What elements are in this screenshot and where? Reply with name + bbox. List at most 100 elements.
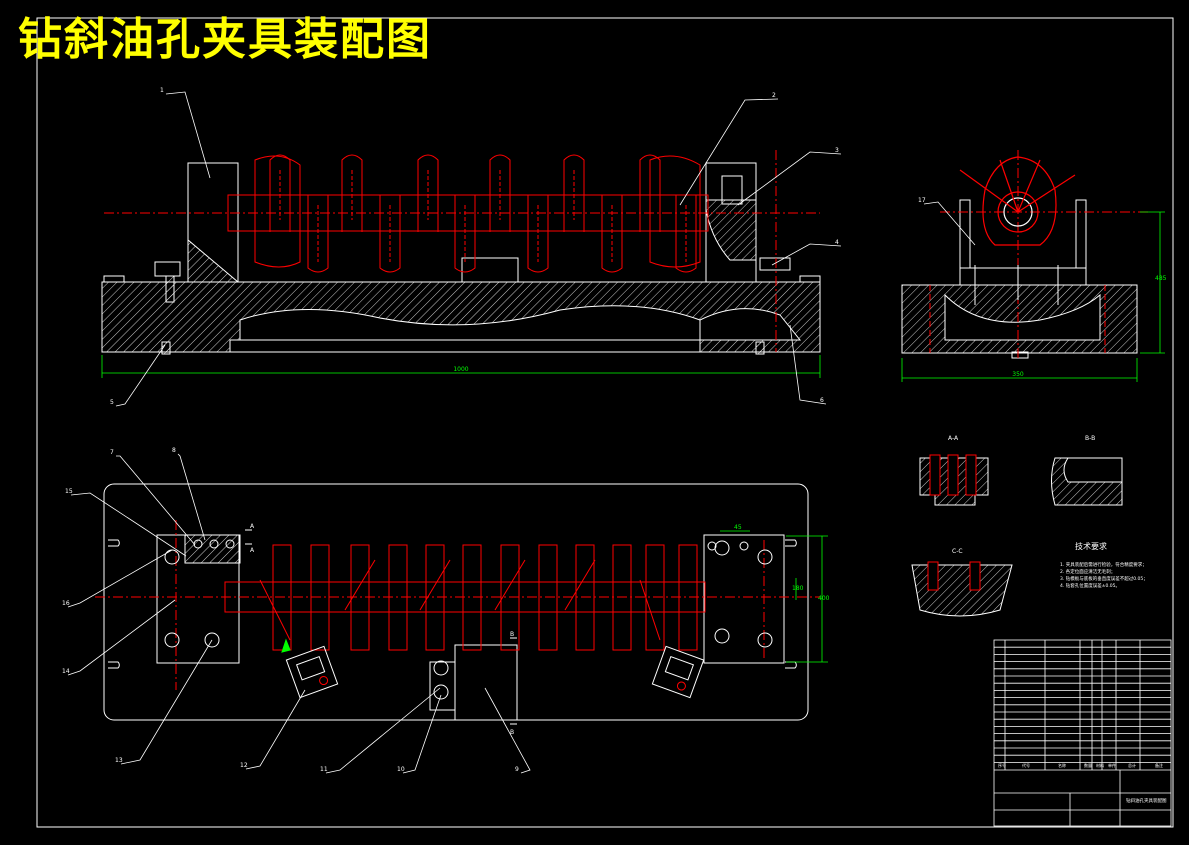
- crank-web-plan: [425, 544, 445, 651]
- plan-view: [95, 483, 820, 721]
- sheet-border: [36, 17, 1174, 828]
- crank-web: [417, 154, 439, 232]
- leader-line: [771, 243, 842, 266]
- t-slot: [108, 661, 120, 669]
- bolt-hole: [225, 539, 235, 549]
- callout-14: 14: [62, 668, 70, 675]
- crank-end-right: [649, 155, 701, 268]
- plan-right-support: [703, 534, 785, 664]
- crank-web: [675, 195, 697, 273]
- callout-10: 10: [397, 766, 405, 773]
- bolt-hole: [164, 549, 180, 565]
- plan-drill-plate: [454, 644, 518, 721]
- section-label-aa: A-A: [948, 435, 959, 442]
- t-slot: [108, 539, 120, 547]
- plan-dim-2: 45: [734, 524, 742, 531]
- bom-header-1: 代号: [1022, 762, 1030, 768]
- leader-line: [177, 453, 206, 541]
- side-height-dim: 485: [1155, 275, 1167, 282]
- bolt-hole: [204, 632, 220, 648]
- tech-req-item-2: 2. 各定位面应清洁无毛刺；: [1060, 568, 1115, 575]
- callout-2: 2: [772, 92, 776, 99]
- leader-line: [325, 687, 441, 774]
- callout-6: 6: [820, 397, 824, 404]
- crank-web: [489, 154, 511, 232]
- bom-header-3: 数量: [1084, 762, 1092, 768]
- plan-base: [103, 483, 809, 721]
- section-mark-a2: A: [250, 547, 255, 554]
- drill-jigs: [281, 638, 705, 699]
- crank-web-plan: [350, 544, 370, 651]
- callout-3: 3: [835, 147, 839, 154]
- tech-req-heading: 技术要求: [1075, 541, 1107, 551]
- crank-web: [341, 154, 363, 232]
- t-slot: [785, 539, 797, 547]
- leader-line: [679, 98, 779, 206]
- crank-web-plan: [388, 544, 408, 651]
- crank-web-plan: [575, 544, 595, 651]
- crank-web: [269, 154, 291, 232]
- plan-dim-0: 400: [818, 595, 830, 602]
- oblique-oil-hole: [344, 559, 376, 611]
- leader-line: [67, 599, 176, 676]
- bolt-hole: [757, 549, 773, 565]
- leader-line: [116, 455, 196, 546]
- bolt-hole: [209, 539, 219, 549]
- front-overall-length: 1000: [453, 366, 468, 373]
- bolt-hole: [757, 632, 773, 648]
- section-label-cc: C-C: [952, 548, 963, 555]
- bom-header-5: 单件: [1108, 762, 1116, 768]
- leader-line: [67, 549, 173, 608]
- crank-web-plan: [678, 544, 698, 651]
- crank-web-plan: [500, 544, 520, 651]
- bolt-hole: [714, 628, 730, 644]
- callout-9: 9: [515, 766, 519, 773]
- oblique-oil-hole: [564, 559, 596, 611]
- leader-line: [165, 91, 211, 179]
- bom-header-7: 备注: [1155, 762, 1163, 768]
- front-dimension: 1000: [101, 355, 821, 378]
- title-block-drawing-name: 钻斜油孔夹具装配图: [1126, 797, 1167, 804]
- leader-line: [70, 492, 187, 557]
- leader-line: [484, 687, 531, 774]
- crank-web: [601, 195, 623, 273]
- leader-line: [923, 201, 976, 246]
- drill-axis-left: [259, 579, 291, 641]
- drill-axis-right: [639, 579, 661, 641]
- tech-req-item-3: 3. 钻模板与底板的垂直度误差不超过0.05；: [1060, 575, 1148, 582]
- tech-req-item-1: 1. 夹具装配后需进行检验，符合精度要求；: [1060, 561, 1147, 568]
- side-base: [901, 284, 1138, 354]
- side-width-dim: 350: [1012, 371, 1024, 378]
- title-block: 钻斜油孔夹具装配图 序号代号名称数量材料单件总计备注: [993, 639, 1172, 827]
- callout-17: 17: [918, 197, 926, 204]
- bolt-hole: [739, 541, 749, 551]
- section-views: A-A B-B C-C: [911, 435, 1123, 617]
- callout-5: 5: [110, 399, 114, 406]
- bom-header-0: 序号: [998, 762, 1006, 768]
- section-label-bb: B-B: [1085, 435, 1095, 442]
- technical-requirements: 技术要求 1. 夹具装配后需进行检验，符合精度要求； 2. 各定位面应清洁无毛刺…: [1060, 541, 1148, 589]
- plan-dim-1: 180: [792, 585, 804, 592]
- crank-web: [563, 154, 585, 232]
- bolt-hole: [714, 540, 730, 556]
- crankshaft-front: [227, 154, 709, 273]
- callout-12: 12: [240, 762, 248, 769]
- crank-web: [379, 195, 401, 273]
- leader-line: [402, 694, 442, 774]
- crank-web-plan: [310, 544, 330, 651]
- section-mark-a1: A: [250, 523, 255, 530]
- crank-web-plan: [612, 544, 632, 651]
- plan-dimensions: 400 180 45: [720, 524, 830, 663]
- crank-web: [307, 195, 329, 273]
- callout-16: 16: [62, 600, 70, 607]
- bom-header-2: 名称: [1058, 762, 1066, 768]
- crank-shaft-plan: [224, 581, 706, 613]
- crank-web-plan: [462, 544, 482, 651]
- callout-1: 1: [160, 87, 164, 94]
- crank-web: [639, 154, 661, 232]
- crank-web: [527, 195, 549, 273]
- t-slot: [785, 661, 797, 669]
- side-view: [901, 150, 1150, 360]
